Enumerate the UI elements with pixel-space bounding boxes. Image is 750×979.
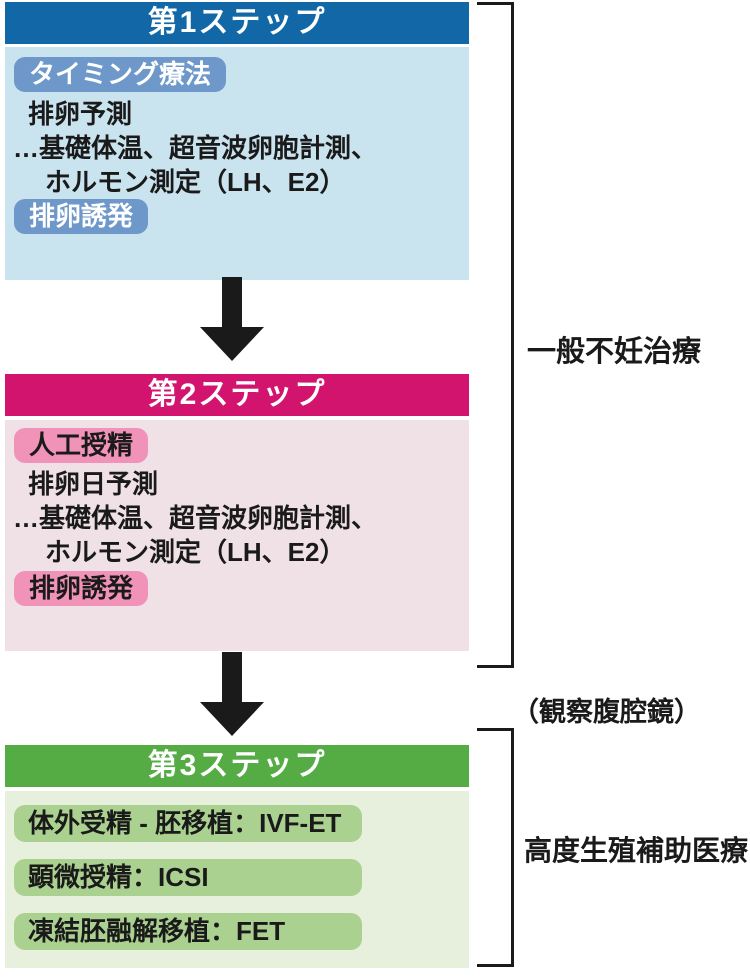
arrow-stem bbox=[222, 277, 242, 328]
general-treatment-label: 一般不妊治療 bbox=[527, 336, 702, 368]
arrow-head bbox=[200, 327, 264, 361]
step1-method-badge: タイミング療法 bbox=[14, 57, 227, 92]
step1-body: タイミング療法 排卵予測 …基礎体温、超音波卵胞計測、 ホルモン測定（LH、E2… bbox=[5, 47, 469, 280]
step2-header: 第2ステップ bbox=[5, 374, 469, 416]
step3-item-fet: 凍結胚融解移植：FET bbox=[14, 913, 362, 950]
step2-method-badge: 人工授精 bbox=[14, 428, 149, 463]
step1-induction-badge: 排卵誘発 bbox=[14, 199, 149, 234]
laparoscopy-note: （観察腹腔鏡） bbox=[512, 697, 701, 727]
step1-box: 第1ステップ タイミング療法 排卵予測 …基礎体温、超音波卵胞計測、 ホルモン測… bbox=[5, 2, 469, 280]
step1-header: 第1ステップ bbox=[5, 2, 469, 44]
advanced-treatment-label: 高度生殖補助医療 bbox=[524, 835, 749, 866]
step2-body: 人工授精 排卵日予測 …基礎体温、超音波卵胞計測、 ホルモン測定（LH、E2） … bbox=[5, 420, 469, 651]
step1-line-prediction: 排卵予測 bbox=[28, 99, 133, 129]
step2-box: 第2ステップ 人工授精 排卵日予測 …基礎体温、超音波卵胞計測、 ホルモン測定（… bbox=[5, 374, 469, 651]
bracket-advanced-treatment bbox=[477, 728, 514, 967]
step3-item-ivf-et: 体外受精 - 胚移植：IVF-ET bbox=[14, 805, 362, 842]
step3-header: 第3ステップ bbox=[5, 745, 469, 787]
step1-line-methods: …基礎体温、超音波卵胞計測、 bbox=[13, 133, 378, 163]
arrow-stem bbox=[222, 652, 242, 703]
step2-line-prediction: 排卵日予測 bbox=[28, 469, 159, 499]
down-arrow-1 bbox=[200, 277, 264, 361]
step1-line-hormone: ホルモン測定（LH、E2） bbox=[45, 167, 346, 197]
step3-item-icsi: 顕微授精：ICSI bbox=[14, 859, 362, 896]
step2-line-methods: …基礎体温、超音波卵胞計測、 bbox=[13, 503, 378, 533]
step3-box: 第3ステップ 体外受精 - 胚移植：IVF-ET 顕微授精：ICSI 凍結胚融解… bbox=[5, 745, 469, 968]
step2-induction-badge: 排卵誘発 bbox=[14, 571, 149, 606]
arrow-head bbox=[200, 702, 264, 736]
bracket-general-treatment bbox=[477, 2, 514, 668]
down-arrow-2 bbox=[200, 652, 264, 736]
step3-body: 体外受精 - 胚移植：IVF-ET 顕微授精：ICSI 凍結胚融解移植：FET bbox=[5, 791, 469, 968]
step2-line-hormone: ホルモン測定（LH、E2） bbox=[45, 537, 346, 567]
